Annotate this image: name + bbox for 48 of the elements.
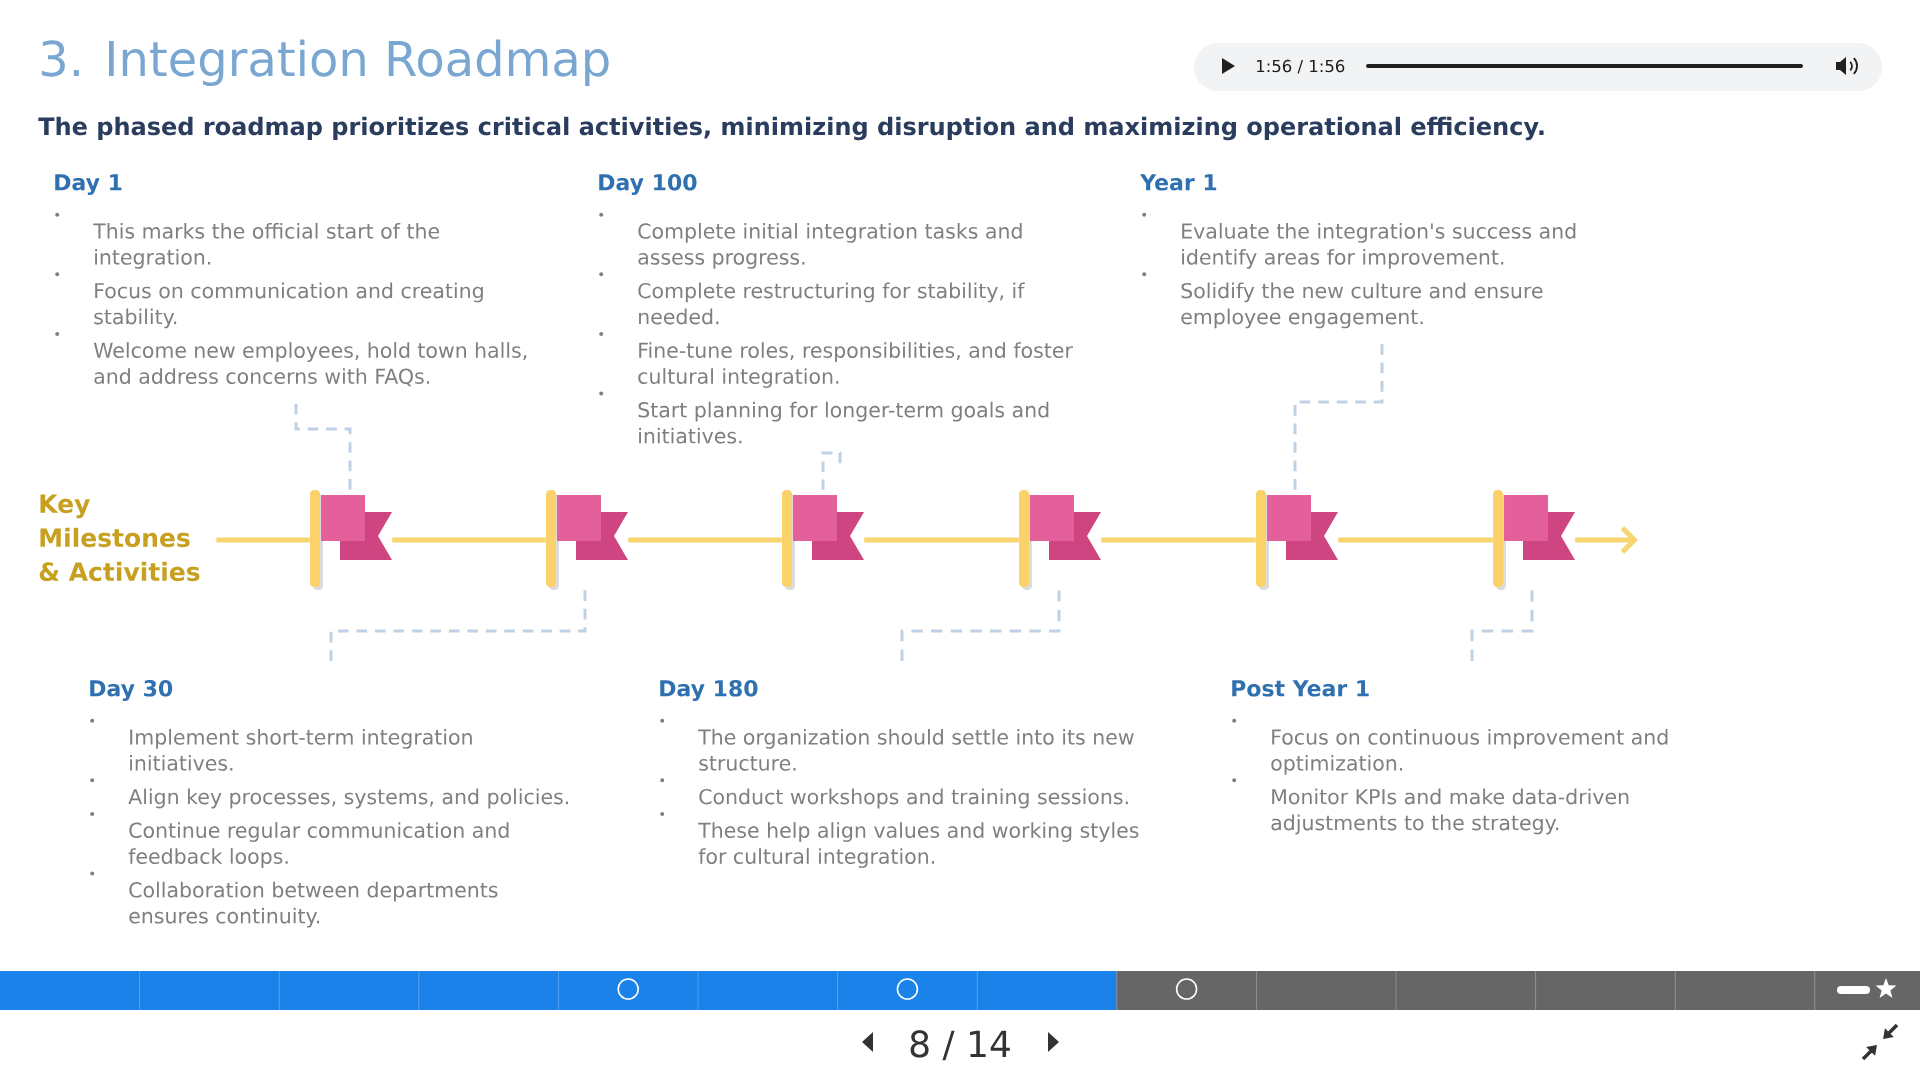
flag-marker <box>1256 490 1338 590</box>
bullet-text: This marks the official start of the integration. <box>93 222 439 269</box>
leader-line <box>1293 344 1384 490</box>
flag-marker <box>310 490 392 590</box>
timeline <box>1101 537 1256 543</box>
bullet-text: These help align values and working styles for cultural integration. <box>698 822 1139 868</box>
bullet-text: Align key processes, systems, and policies. <box>128 788 569 809</box>
leader-line <box>900 590 1061 661</box>
bullet-text: Implement short-term integration initiatives. <box>130 728 472 771</box>
bullet-text: Fine-tune roles, responsibilities, and foster cultural integration. <box>638 342 1073 388</box>
timeline-arrow <box>1575 526 1638 554</box>
bullet-text: Collaboration between departments ensures continuity. <box>129 881 498 928</box>
timeline <box>1338 537 1493 543</box>
bullet-text: Evaluate the integration's success and identify areas for improvement. <box>1182 222 1576 269</box>
leader-line <box>294 403 352 490</box>
milestone-heading: Day 100 <box>599 174 697 196</box>
timeline <box>392 537 546 543</box>
bullet-text: Continue regular communication and feedback loops. <box>128 822 509 868</box>
bullet-text: Welcome new employees, hold town halls, and address concerns with FAQs. <box>93 342 527 387</box>
bullet-text: Complete restructuring for stability, if needed. <box>638 282 1025 325</box>
time-display: 1:56 / 1:56 <box>1257 59 1345 74</box>
subtitle: The phased roadmap prioritizes critical activities, minimizing disruption and maximizing operational efficiency. <box>38 116 1544 141</box>
bullet-text: Focus on communication and creating stability. <box>94 282 483 329</box>
flag-marker <box>546 490 628 590</box>
timeline <box>628 537 782 543</box>
timeline <box>864 537 1019 543</box>
timeline <box>216 537 310 543</box>
page-number: 8 / 14 <box>910 1030 1010 1061</box>
milestone-heading: Day 180 <box>660 680 758 702</box>
flag-marker <box>1493 490 1575 590</box>
bullet-text: Complete initial integration tasks and assess progress. <box>638 222 1022 269</box>
row-label: Key Milestones & Activities <box>39 494 200 582</box>
leader-line <box>1470 590 1534 661</box>
milestone-heading: Day 1 <box>55 174 122 196</box>
leader-line <box>821 451 842 490</box>
bullet-text: Monitor KPIs and make data-driven adjustments to the strategy. <box>1271 788 1629 835</box>
title: 3. Integration Roadmap <box>41 39 609 86</box>
bullet-text: The organization should settle into its new structure. <box>698 728 1134 771</box>
bullet-text: Focus on continuous improvement and optimization. <box>1271 728 1668 775</box>
milestone-heading: Year 1 <box>1140 174 1217 191</box>
bullet-text: Conduct workshops and training sessions. <box>699 788 1128 809</box>
milestone-heading: Day 30 <box>90 680 173 702</box>
flag-marker <box>782 490 864 590</box>
flag-marker <box>1019 490 1101 590</box>
bullet-text: Start planning for longer-term goals and initiatives. <box>638 401 1049 444</box>
leader-line <box>329 590 587 661</box>
milestone-heading: Post Year 1 <box>1232 680 1369 697</box>
bullet-text: Solidify the new culture and ensure employee engagement. <box>1181 282 1543 329</box>
